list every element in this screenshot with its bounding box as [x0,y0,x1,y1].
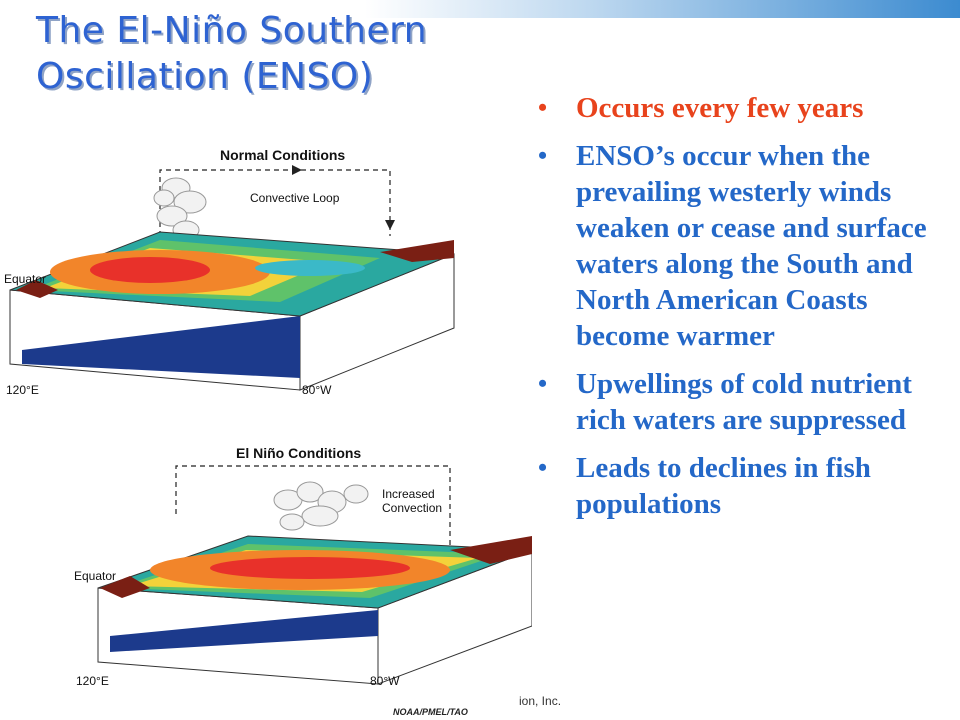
el-nino-conditions-diagram: El Niño Conditions Increased Convection … [74,445,532,688]
land-east [380,240,454,262]
bullet-text: Occurs every few years [576,92,864,124]
top-accent-band [0,0,960,18]
normal-heading: Normal Conditions [220,147,345,163]
el-nino-heading: El Niño Conditions [236,445,361,461]
cloud-cluster-el-nino [273,481,369,531]
normal-equator-label: Equator [4,272,46,286]
cool-tongue [255,260,365,276]
title-line-1: The El-Niño Southern [36,10,428,51]
land-west [16,280,58,298]
warm-pool-red [90,257,210,283]
normal-right-lon: 80°W [302,383,332,397]
cloud-cluster [153,177,207,240]
slide-title: The El-Niño Southern Oscillation (ENSO) [36,8,427,100]
bullet-item: • Leads to declines in fish populations [536,450,952,522]
bullet-item: • ENSO’s occur when the prevailing weste… [536,138,952,354]
el-nino-loop-path [175,465,451,552]
el-nino-pool-red [210,557,410,579]
el-nino-land-west [100,576,150,598]
convection-label-1: Increased [382,487,435,501]
deep-water-layer [22,316,300,378]
el-nino-deep-water [110,610,378,652]
footer-copyright-fragment: ion, Inc. [519,694,562,708]
bullet-dot-icon: • [538,93,548,122]
normal-conditions-diagram: Normal Conditions Convective Loop Equato… [4,147,455,397]
normal-left-lon: 120°E [6,383,39,397]
el-nino-equator-label: Equator [74,569,116,583]
bullet-dot-icon: • [538,369,548,398]
el-nino-land-east [450,536,532,564]
loop-arrow-right [385,220,395,230]
convective-loop-path [159,169,391,236]
loop-arrow-top [292,165,302,175]
bullet-text: Upwellings of cold nutrient rich waters … [576,368,912,436]
el-nino-right-lon: 80°W [370,674,400,688]
bullet-dot-icon: • [538,141,548,170]
bullet-list: • Occurs every few years • ENSO’s occur … [536,90,952,534]
convective-loop-label: Convective Loop [250,191,340,205]
bullet-text: Leads to declines in fish populations [576,452,871,520]
bullet-item: • Occurs every few years [536,90,952,126]
bullet-dot-icon: • [538,453,548,482]
bullet-text: ENSO’s occur when the prevailing westerl… [576,140,927,352]
title-line-2: Oscillation (ENSO) [36,56,374,97]
convection-label-2: Convection [382,501,442,515]
bullet-item: • Upwellings of cold nutrient rich water… [536,366,952,438]
image-credit: NOAA/PMEL/TAO [393,707,468,717]
el-nino-left-lon: 120°E [76,674,109,688]
